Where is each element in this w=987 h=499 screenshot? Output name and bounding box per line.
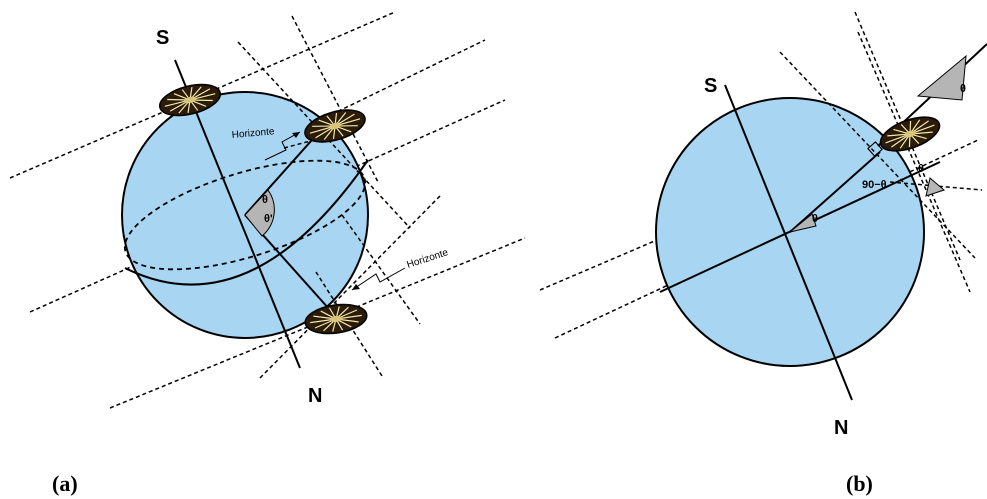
panel-a-angle-wedge [244, 189, 275, 237]
panel-b-angle-wedge-top [916, 54, 967, 101]
panel-b-label: (b) [846, 471, 873, 496]
panel-a-horizon-label-bottom: Horizonte [406, 247, 451, 271]
panel-b-earth-axis [724, 84, 853, 401]
panel-a: S N Horizonte Horizonte θ θ' (a) [9, 11, 526, 496]
panel-a-horizon-label-top: Horizonte [231, 126, 275, 141]
panel-b-pole-n: N [834, 417, 848, 439]
panel-b-angle-theta-top: θ [960, 83, 966, 95]
panel-b-angle-wedge-center [789, 213, 817, 233]
panel-a-pole-n: N [308, 385, 322, 407]
panel-b-angle-wedge-right [925, 177, 945, 197]
panel-a-pole-s: S [156, 27, 169, 49]
panel-a-equator [123, 159, 367, 271]
panel-b: S N θ θ θ 90−θ (b) [539, 11, 987, 496]
panel-b-angle-complement: 90−θ [862, 179, 887, 191]
panel-b-angle-theta-right: θ [918, 163, 924, 175]
panel-b-angle-theta-center: θ [812, 213, 818, 225]
panel-a-label: (a) [52, 471, 78, 496]
panel-a-angle-theta: θ [262, 194, 268, 206]
panel-b-pole-s: S [704, 75, 717, 97]
panel-a-angle-theta-prime: θ' [264, 213, 273, 225]
